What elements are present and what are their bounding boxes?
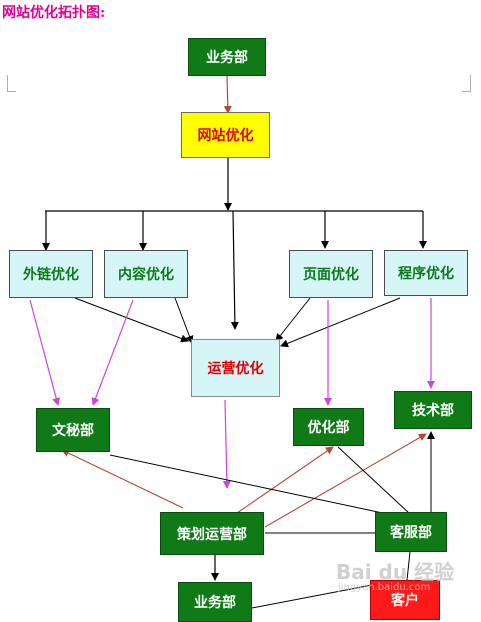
watermark-url: jingyan.baidu.com bbox=[338, 582, 431, 593]
edge-operation-to-planning bbox=[222, 399, 231, 489]
node-client: 客户 bbox=[370, 580, 440, 620]
edge-planning-to-copywriting bbox=[61, 449, 184, 509]
edge-business-to-website bbox=[223, 75, 232, 114]
node-website-optimization: 网站优化 bbox=[181, 112, 270, 158]
node-optimization-department: 优化部 bbox=[293, 408, 364, 446]
node-business-top: 业务部 bbox=[188, 38, 266, 76]
node-operation-optimization: 运营优化 bbox=[191, 339, 280, 397]
edge-tree-to-operation bbox=[230, 210, 239, 330]
edge-content-to-operation bbox=[174, 297, 194, 344]
node-content-optimization: 内容优化 bbox=[104, 250, 188, 298]
node-planning-operations-department: 策划运营部 bbox=[160, 512, 264, 555]
page-title: 网站优化拓扑图: bbox=[2, 5, 106, 21]
edge-external-to-copywriting bbox=[29, 299, 61, 406]
node-program-optimization: 程序优化 bbox=[384, 250, 468, 296]
edge-external-to-operation bbox=[74, 297, 189, 343]
node-page-optimization: 页面优化 bbox=[289, 250, 373, 298]
edge-business-to-client bbox=[251, 584, 373, 609]
edge-planning-to-tech bbox=[264, 433, 427, 528]
node-customer-service-department: 客服部 bbox=[375, 512, 447, 552]
corner-mark-right bbox=[462, 75, 471, 92]
node-business-bottom: 业务部 bbox=[178, 582, 252, 622]
watermark-brand: Bai du 经验 bbox=[336, 560, 455, 584]
edge-program-to-operation bbox=[280, 297, 401, 348]
corner-mark-left bbox=[7, 75, 16, 92]
edge-optimization-to-customer bbox=[337, 446, 411, 515]
edge-content-to-copywriting bbox=[91, 299, 134, 406]
node-tech-department: 技术部 bbox=[394, 391, 472, 429]
node-copywriting-department: 文秘部 bbox=[36, 408, 110, 452]
edge-planning-to-optimization bbox=[236, 446, 334, 514]
edge-copywriting-to-customer bbox=[109, 454, 393, 516]
edge-customer-to-client bbox=[406, 551, 411, 581]
edge-page-to-operation bbox=[275, 297, 311, 342]
node-external-link-optimization: 外链优化 bbox=[9, 250, 93, 298]
